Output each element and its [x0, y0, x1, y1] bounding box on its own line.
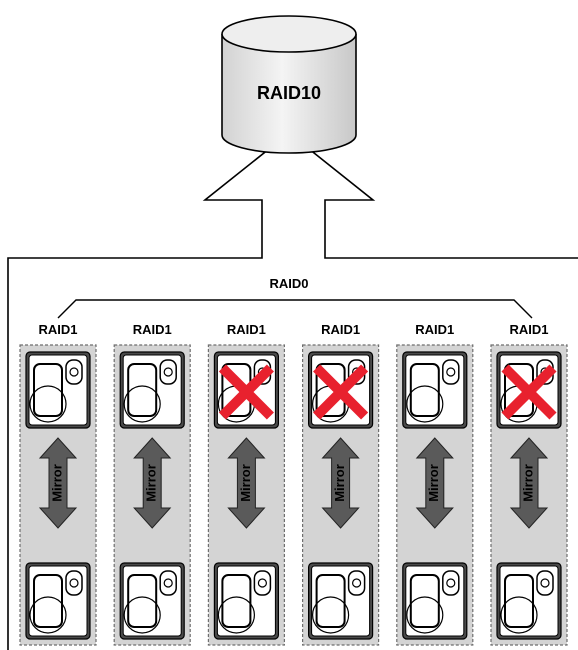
disk-platter — [222, 575, 250, 627]
disk-spindle — [447, 579, 455, 587]
top-disk — [497, 352, 561, 428]
raid0-bracket — [58, 300, 532, 318]
cylinder-top — [222, 16, 356, 52]
top-disk — [26, 352, 90, 428]
disk-platter — [128, 364, 156, 416]
disk-spindle — [164, 579, 172, 587]
disk-spindle — [70, 579, 78, 587]
raid1-label: RAID1 — [415, 322, 454, 337]
bottom-disk — [214, 563, 278, 639]
mirror-label: Mirror — [520, 464, 535, 502]
disk-platter — [411, 364, 439, 416]
disk-spindle — [164, 368, 172, 376]
disk-platter — [411, 575, 439, 627]
raid10-label: RAID10 — [257, 83, 321, 103]
disk-spindle — [258, 579, 266, 587]
raid1-label: RAID1 — [509, 322, 548, 337]
disk-platter — [128, 575, 156, 627]
bottom-disk — [120, 563, 184, 639]
disk-spindle — [70, 368, 78, 376]
raid1-label: RAID1 — [133, 322, 172, 337]
bottom-disk — [403, 563, 467, 639]
raid1-label: RAID1 — [227, 322, 266, 337]
mirror-label: Mirror — [332, 464, 347, 502]
mirror-label: Mirror — [238, 464, 253, 502]
disk-spindle — [447, 368, 455, 376]
mirror-label: Mirror — [144, 464, 159, 502]
bottom-disk — [26, 563, 90, 639]
top-disk — [309, 352, 373, 428]
disk-platter — [34, 575, 62, 627]
top-disk — [403, 352, 467, 428]
disk-spindle — [353, 579, 361, 587]
raid1-label: RAID1 — [38, 322, 77, 337]
disk-platter — [505, 575, 533, 627]
disk-platter — [317, 575, 345, 627]
bottom-disk — [497, 563, 561, 639]
raid10-volume: RAID10 — [222, 16, 356, 153]
raid1-label: RAID1 — [321, 322, 360, 337]
top-disk — [214, 352, 278, 428]
disk-spindle — [541, 579, 549, 587]
bottom-disk — [309, 563, 373, 639]
disk-platter — [34, 364, 62, 416]
top-disk — [120, 352, 184, 428]
mirror-label: Mirror — [426, 464, 441, 502]
raid0-label: RAID0 — [269, 276, 308, 291]
mirror-label: Mirror — [49, 464, 64, 502]
